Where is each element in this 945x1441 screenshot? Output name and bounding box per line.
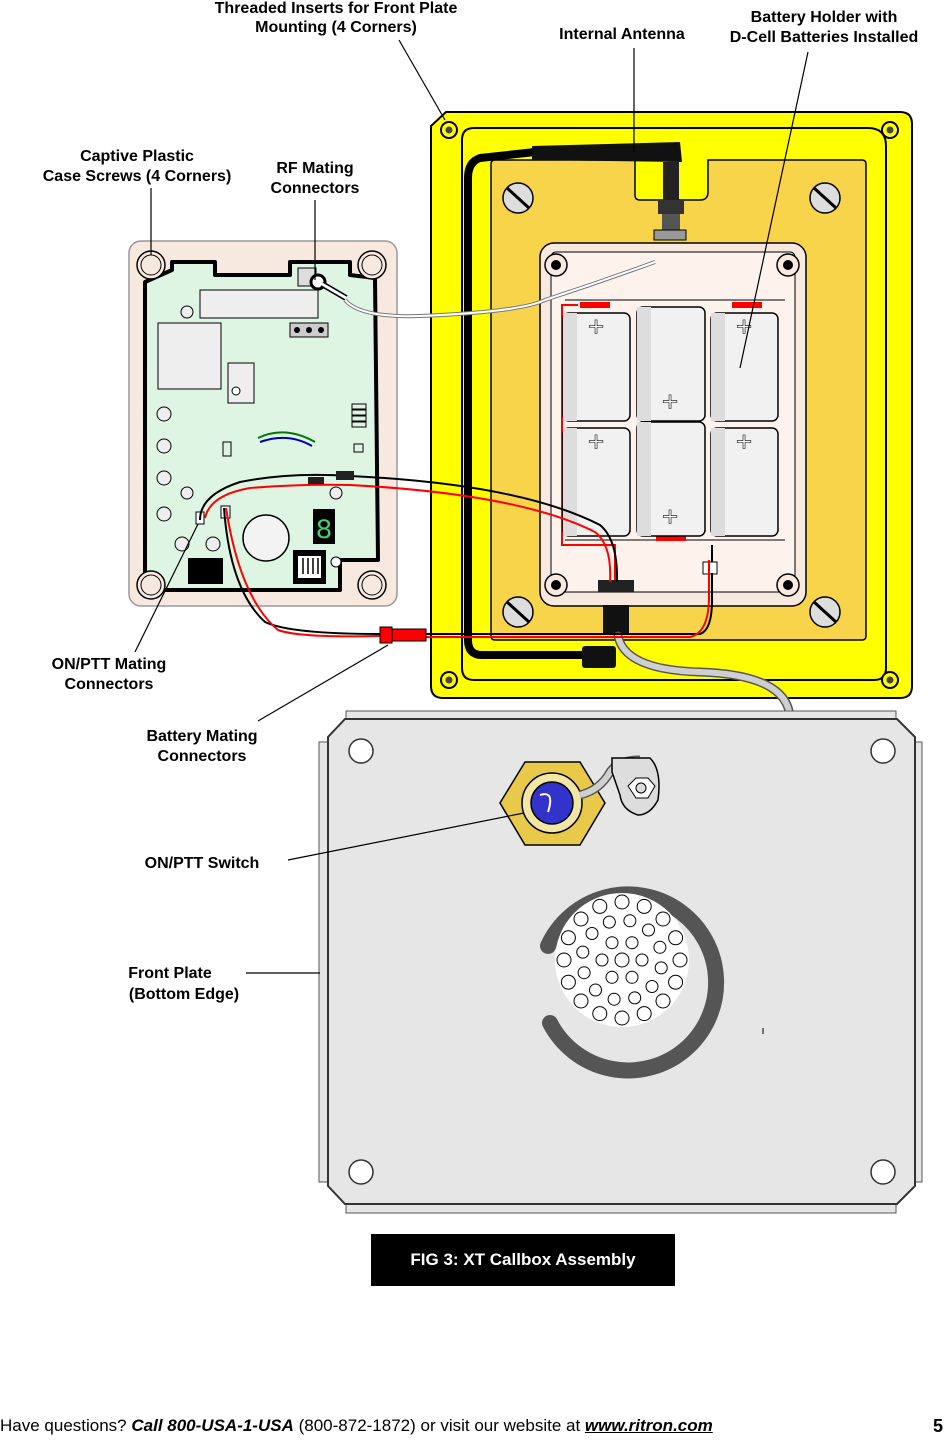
footer-phone-number: (800-872-1872) or visit our website at xyxy=(293,1416,585,1435)
label-threaded-inserts: Threaded Inserts for Front Plate xyxy=(215,0,458,17)
page-number: 5 xyxy=(932,1416,943,1436)
case-screw-tl xyxy=(502,182,534,214)
label-on-ptt-mating: Connectors xyxy=(65,676,154,693)
label-rf-mating: RF Mating xyxy=(276,160,353,177)
grille-hole xyxy=(655,993,671,1009)
footer-lead: Have questions? xyxy=(0,1416,132,1435)
label-internal-antenna: Internal Antenna xyxy=(559,26,685,43)
grille-hole xyxy=(602,915,616,929)
callout-labels: Threaded Inserts for Front Plate Mountin… xyxy=(43,0,919,1003)
label-front-plate: Front Plate xyxy=(128,965,212,982)
grille-hole xyxy=(668,930,684,946)
grille-hole xyxy=(577,966,591,980)
footer-text: Have questions? Call 800-USA-1-USA (800-… xyxy=(0,1416,713,1436)
svg-text:8: 8 xyxy=(316,516,333,547)
grille-hole xyxy=(614,952,630,968)
front-plate xyxy=(318,710,923,1214)
label-captive-screws: Captive Plastic xyxy=(80,148,194,165)
label-on-ptt-mating: ON/PTT Mating xyxy=(52,656,167,673)
grille-hole xyxy=(614,894,630,910)
grille-hole xyxy=(654,961,668,975)
case-screw-tr xyxy=(809,182,841,214)
svg-text:+: + xyxy=(736,426,752,457)
grille-hole xyxy=(625,936,639,950)
on-ptt-switch xyxy=(499,761,606,846)
grille-hole xyxy=(623,914,637,928)
battery-mating-connector xyxy=(379,626,427,644)
grille-hole xyxy=(636,1006,652,1022)
label-battery-holder: Battery Holder with xyxy=(751,9,898,26)
grille-hole xyxy=(635,953,649,967)
label-battery-mating: Battery Mating xyxy=(146,728,257,745)
grille-hole xyxy=(576,945,590,959)
grille-hole xyxy=(642,923,655,937)
grille-hole xyxy=(605,970,619,984)
d-cell-battery-4: + xyxy=(636,421,706,537)
grille-hole xyxy=(653,940,667,954)
grille-hole xyxy=(573,993,589,1009)
label-rf-mating: Connectors xyxy=(271,180,360,197)
grille-hole xyxy=(573,911,589,927)
grille-hole xyxy=(672,952,688,968)
speaker-grille xyxy=(540,886,725,1079)
wiring xyxy=(199,260,713,638)
grille-hole xyxy=(645,980,659,993)
grille-hole xyxy=(628,991,642,1005)
svg-text:+: + xyxy=(662,501,678,532)
grille-hole xyxy=(556,952,572,968)
leader-lines xyxy=(134,39,809,974)
grille-hole xyxy=(560,930,576,946)
d-cell-battery-6: + xyxy=(710,426,779,537)
grille-hole xyxy=(592,898,608,914)
grille-hole xyxy=(592,1006,608,1022)
d-cell-battery-3: + xyxy=(636,306,706,422)
label-battery-mating: Connectors xyxy=(158,748,247,765)
label-on-ptt-switch: ON/PTT Switch xyxy=(145,855,260,872)
case-screw-br xyxy=(809,596,841,628)
grille-hole xyxy=(625,970,639,984)
case-screw-bl xyxy=(502,596,534,628)
d-cell-battery-5: + xyxy=(710,311,779,422)
footer-phone-call: Call 800-USA-1-USA xyxy=(131,1416,294,1435)
svg-text:+: + xyxy=(736,311,752,342)
internal-antenna xyxy=(464,142,687,668)
page-footer: Have questions? Call 800-USA-1-USA (800-… xyxy=(0,1416,945,1438)
grille-hole xyxy=(560,974,576,990)
grille-hole xyxy=(668,974,684,990)
label-battery-holder: D-Cell Batteries Installed xyxy=(730,29,919,46)
svg-text:+: + xyxy=(588,311,604,342)
grille-hole xyxy=(595,953,609,967)
grille-hole xyxy=(614,1010,630,1026)
grille-hole xyxy=(585,927,599,940)
pcb-enclosure: 8 xyxy=(128,240,398,607)
label-captive-screws: Case Screws (4 Corners) xyxy=(43,168,232,185)
grille-hole xyxy=(589,983,602,997)
grille-hole xyxy=(605,936,619,950)
svg-text:+: + xyxy=(662,386,678,417)
d-cell-battery-2: + xyxy=(562,426,631,537)
grille-hole xyxy=(636,898,652,914)
battery-holder: + + + + + + xyxy=(539,242,807,607)
grille-hole xyxy=(607,992,621,1006)
figure-caption: FIG 3: XT Callbox Assembly xyxy=(371,1234,675,1286)
d-cell-battery-1: + xyxy=(562,311,631,422)
grille-hole xyxy=(655,911,671,927)
label-front-plate: (Bottom Edge) xyxy=(129,986,239,1003)
svg-text:+: + xyxy=(588,426,604,457)
footer-website-link[interactable]: www.ritron.com xyxy=(584,1416,713,1435)
label-threaded-inserts: Mounting (4 Corners) xyxy=(255,19,417,36)
